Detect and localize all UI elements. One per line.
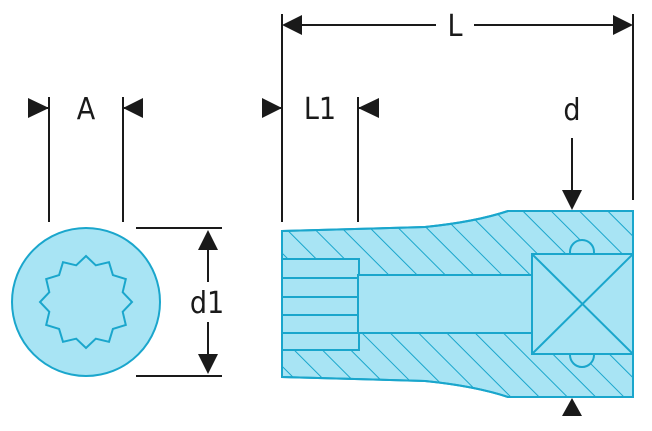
arrow-right-icon (613, 15, 633, 35)
twelve-point-opening-icon (38, 254, 134, 350)
arrow-right-icon (28, 98, 49, 118)
dimension-a (28, 97, 143, 222)
arrow-left-icon (123, 98, 143, 118)
dimension-d (562, 138, 582, 416)
dimension-l (281, 14, 634, 222)
dimension-d1 (136, 227, 222, 377)
arrow-right-icon (262, 98, 282, 118)
dimension-label-l1: L1 (304, 92, 336, 127)
arrow-up-icon (198, 230, 218, 250)
twelve-point-bore (282, 258, 360, 351)
arrow-up-icon (562, 398, 582, 416)
dimension-label-d1: d1 (190, 286, 224, 321)
arrow-left-icon (282, 15, 302, 35)
side-section-view (281, 210, 634, 398)
arrow-down-icon (198, 354, 218, 374)
end-view (11, 227, 161, 377)
central-channel (357, 274, 535, 334)
arrow-down-icon (562, 190, 582, 210)
dimension-label-a: A (77, 92, 96, 127)
dimension-label-l: L (447, 9, 462, 44)
dimension-l1 (262, 97, 379, 222)
arrow-left-icon (358, 98, 379, 118)
dimension-label-d: d (563, 93, 580, 128)
